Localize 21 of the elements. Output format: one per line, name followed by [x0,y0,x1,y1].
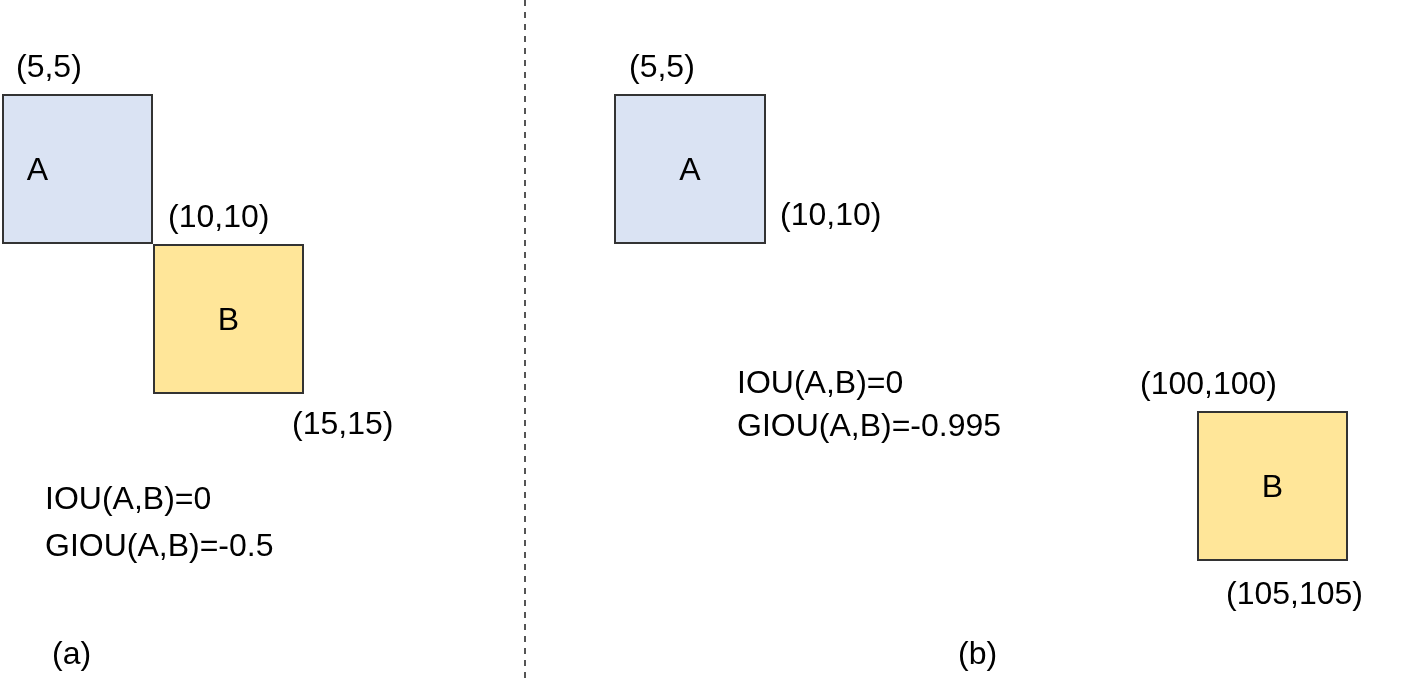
coordinate-label: (100,100) [1140,367,1277,399]
box-letter: A [679,150,701,188]
coordinate-label: (5,5) [16,50,82,82]
box-letter: B [217,300,240,338]
square-box [2,94,153,244]
formula-text: IOU(A,B)=0 [45,482,212,514]
formula-text: IOU(A,B)=0 [737,366,904,398]
square-box [1197,411,1348,561]
box-letter: B [1261,467,1284,505]
panel-label: (a) [52,637,92,669]
coordinate-label: (10,10) [168,200,270,232]
coordinate-label: (10,10) [780,198,882,230]
coordinate-label: (15,15) [292,407,394,439]
square-box [614,94,766,244]
formula-text: GIOU(A,B)=-0.995 [737,409,1002,441]
coordinate-label: (105,105) [1226,577,1363,609]
square-box [153,244,304,394]
coordinate-label: (5,5) [629,50,695,82]
formula-text: GIOU(A,B)=-0.5 [45,529,274,561]
box-letter: A [26,150,49,188]
panel-label: (b) [958,637,998,669]
